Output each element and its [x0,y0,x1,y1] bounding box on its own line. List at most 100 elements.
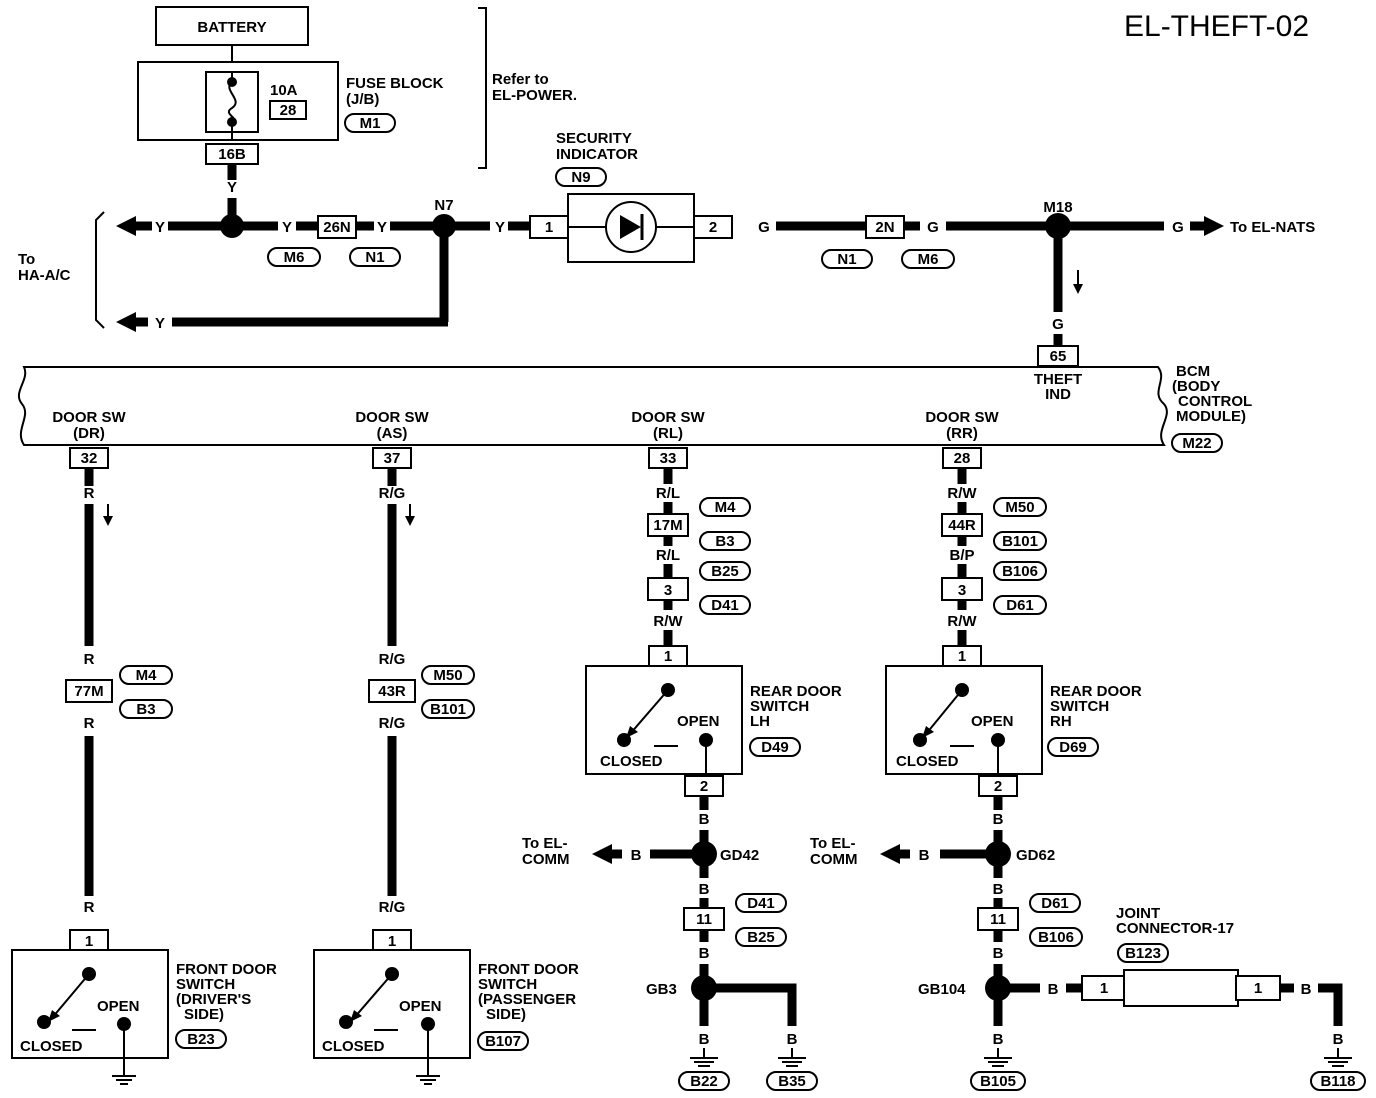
hvac-bracket [95,211,105,329]
splice-y-left [220,214,244,238]
refer-bracket [478,7,487,169]
svg-text:CLOSED: CLOSED [322,1038,385,1055]
svg-text:1: 1 [1100,980,1108,997]
security-indicator-line-1: SECURITY [556,130,632,147]
svg-text:MODULE): MODULE) [1176,408,1246,425]
svg-text:B/P: B/P [949,547,974,564]
svg-text:B: B [1301,981,1312,998]
splice-gd62-label: GD62 [1016,847,1055,864]
svg-text:M4: M4 [715,499,736,516]
svg-text:SIDE): SIDE) [486,1006,526,1023]
svg-text:32: 32 [81,450,98,467]
ground-b35: B35 [778,1073,806,1090]
svg-text:R/L: R/L [656,547,680,564]
tag-n1-right: N1 [837,251,856,268]
joint-connector-tag: B123 [1125,945,1161,962]
svg-text:R/G: R/G [379,715,406,732]
splice-m18-label: M18 [1043,199,1072,216]
theft-ind-line-2: IND [1045,386,1071,403]
splice-gb104-label: GB104 [918,981,966,998]
svg-text:B: B [993,811,1004,828]
splice-n7-label: N7 [434,197,453,214]
fuse-out-pin: 16B [218,146,246,163]
arrow-left-icon [116,312,136,332]
svg-text:28: 28 [954,450,971,467]
svg-text:Y: Y [495,219,505,236]
svg-text:3: 3 [958,582,966,599]
svg-text:37: 37 [384,450,401,467]
svg-text:(BODY: (BODY [1172,378,1220,395]
svg-text:D41: D41 [711,597,739,614]
svg-text:B: B [993,1031,1004,1048]
svg-text:D49: D49 [761,739,789,756]
arrow-left-icon [116,216,136,236]
svg-text:(PASSENGER: (PASSENGER [478,991,576,1008]
svg-text:Y: Y [377,219,387,236]
svg-text:CLOSED: CLOSED [600,753,663,770]
joint-connector-17 [1123,969,1239,1007]
svg-text:OPEN: OPEN [399,998,442,1015]
svg-text:M50: M50 [1005,499,1034,516]
bcm-pin-65: 65 [1050,348,1067,365]
svg-text:B3: B3 [136,701,155,718]
svg-text:B106: B106 [1038,929,1074,946]
refer-line-2: EL-POWER. [492,87,577,104]
connector-43r: 43R [378,683,406,700]
to-comm-rh-line-1: To EL- [810,835,856,852]
svg-text:1: 1 [664,648,672,665]
svg-text:R: R [84,715,95,732]
diagram-title: EL-THEFT-02 [1124,10,1309,43]
svg-text:(RL): (RL) [653,425,683,442]
svg-text:B107: B107 [485,1033,521,1050]
svg-text:G: G [1052,316,1064,333]
svg-text:1: 1 [388,933,396,950]
svg-text:Y: Y [155,315,165,332]
svg-text:B: B [919,847,930,864]
bcm-connector-tag: M22 [1182,435,1211,452]
svg-text:R/G: R/G [379,485,406,502]
door-sw-dr-label: DOOR SW [52,409,126,426]
to-hvac-line-1: To [18,251,35,268]
svg-text:(DRIVER'S: (DRIVER'S [176,991,251,1008]
connector-77m: 77M [74,683,103,700]
svg-text:B: B [1333,1031,1344,1048]
battery-box [155,6,309,46]
svg-text:2: 2 [700,778,708,795]
svg-text:SWITCH: SWITCH [478,976,537,993]
fuse-number: 28 [280,102,297,119]
bcm-label: BCM [1176,363,1210,380]
svg-text:CONTROL: CONTROL [1178,393,1252,410]
svg-text:D61: D61 [1006,597,1034,614]
arrow-left-icon [592,844,612,864]
front-door-switch-passenger-label: FRONT DOOR [478,961,579,978]
svg-text:1: 1 [1254,980,1262,997]
svg-text:B106: B106 [1002,563,1038,580]
tag-n1-left: N1 [365,249,384,266]
svg-text:3: 3 [664,582,672,599]
to-nats-label: To EL-NATS [1230,219,1315,236]
led-icon [620,215,641,239]
connector-44r: 44R [948,517,976,534]
svg-text:R/L: R/L [656,485,680,502]
svg-text:B: B [631,847,642,864]
arrow-right-icon [1204,216,1224,236]
joint-connector-label-1: JOINT [1116,905,1160,922]
fuse-connector-tag: M1 [360,115,381,132]
svg-text:R: R [84,651,95,668]
svg-text:B: B [699,945,710,962]
rear-door-switch-rh-label: REAR DOOR [1050,683,1142,700]
svg-text:11: 11 [696,911,712,928]
svg-text:(DR): (DR) [73,425,105,442]
svg-text:R/W: R/W [653,613,683,630]
fuse-block-label: FUSE BLOCK [346,75,444,92]
svg-text:M50: M50 [433,667,462,684]
svg-text:B23: B23 [187,1031,215,1048]
svg-text:G: G [1172,219,1184,236]
svg-text:SWITCH: SWITCH [750,698,809,715]
svg-text:Y: Y [282,219,292,236]
svg-text:B25: B25 [711,563,739,580]
svg-text:R: R [84,485,95,502]
svg-text:R/W: R/W [947,485,977,502]
battery-label: BATTERY [197,19,266,36]
svg-text:1: 1 [958,648,966,665]
